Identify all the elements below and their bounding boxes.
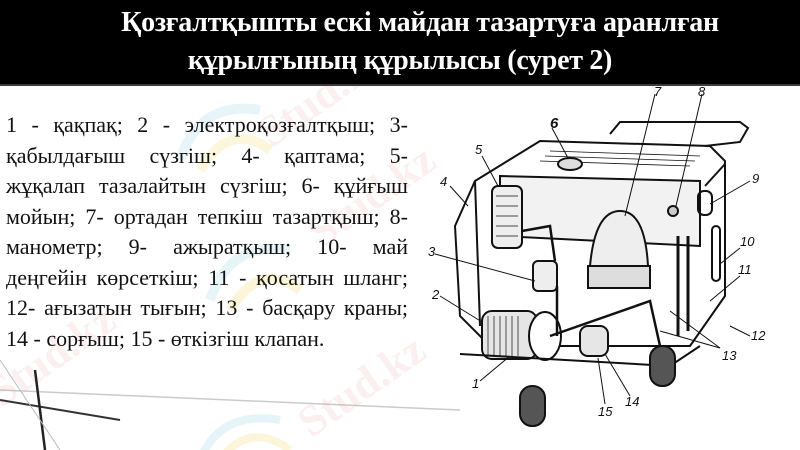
slide-title: Қозғалтқышты ескі майдан тазартуға аранл…	[0, 4, 800, 80]
figure-label-13: 13	[722, 348, 737, 363]
figure-label-6: 6	[550, 115, 559, 132]
legend-text: 1 - қақпақ; 2 - электроқозғалтқыш; 3- қа…	[6, 112, 408, 351]
figure-label-8: 8	[698, 86, 706, 99]
figure-label-2: 2	[431, 287, 440, 302]
figure-label-7: 7	[654, 86, 662, 99]
title-line-2: құрылғының құрылысы (сурет 2)	[187, 45, 613, 76]
figure-label-1: 1	[472, 376, 479, 391]
figure-label-15: 15	[598, 404, 613, 419]
decorative-lines	[0, 359, 460, 450]
title-bar: Қозғалтқышты ескі майдан тазартуға аранл…	[0, 0, 800, 86]
title-line-1: Қозғалтқышты ескі майдан тазартуға аранл…	[121, 7, 719, 38]
device-diagram: 1 2 3 4 5 6 7 8 9 10 11 12 13 14 15	[420, 84, 800, 450]
figure-label-3: 3	[428, 244, 436, 259]
figure-label-10: 10	[740, 234, 755, 249]
figure-label-4: 4	[440, 174, 447, 189]
figure-label-12: 12	[751, 328, 766, 343]
figure-label-14: 14	[625, 394, 639, 409]
watermark-logo	[200, 414, 293, 450]
figure-label-9: 9	[752, 171, 759, 186]
figure-label-5: 5	[475, 142, 483, 157]
device-drawing: 1 2 3 4 5 6 7 8 9 10 11 12 13 14 15	[428, 84, 766, 427]
figure-label-11: 11	[738, 262, 752, 277]
